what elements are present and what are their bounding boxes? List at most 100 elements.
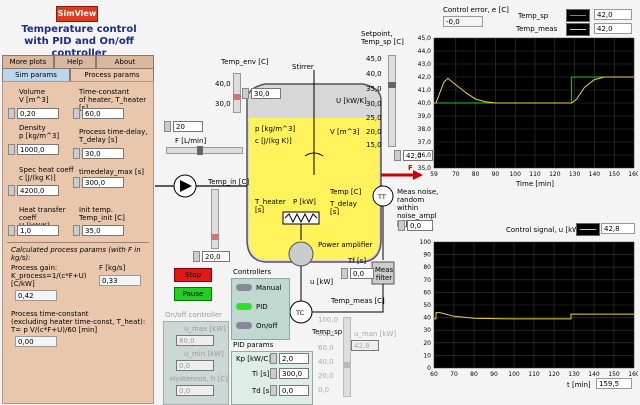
td-field[interactable]: 0,0 [279,385,309,396]
kp-field[interactable]: 2,0 [279,353,309,364]
y-tick-label: 38,0 [418,126,432,133]
td-spinner[interactable] [270,385,277,396]
setpoint-field[interactable]: 42,0 [403,150,433,161]
noise-spinner[interactable] [398,220,405,231]
setpoint-slider[interactable] [388,55,396,147]
control-error-value: -0,0 [443,16,483,27]
hyst-field[interactable]: 0,0 [176,385,214,396]
delaymax-field[interactable]: 300,0 [82,177,124,188]
temp-c-label: Temp [C] [330,188,362,196]
manual-toggle[interactable] [236,284,252,291]
ti-label: Ti [s] [252,370,270,378]
f-field[interactable]: 20 [173,121,203,132]
x-tick-label: 70 [450,371,458,378]
heater-coil [284,212,318,224]
bottom-chart-xlabel: t [min] [567,381,591,389]
umax-field[interactable]: 80,0 [176,335,214,346]
uman-tick-0: 0,0 [318,386,330,394]
delay-field[interactable]: 30,0 [82,148,124,159]
y-tick-label: 0 [427,365,431,372]
temp-env-slider[interactable] [233,73,241,113]
heatcoeff-field[interactable]: 4200,0 [17,185,59,196]
setpoint-slider-thumb[interactable] [388,82,396,88]
series-line [434,76,634,104]
delaymax-spinner[interactable] [73,177,80,188]
x-tick-label: 150 [608,171,620,178]
simview-button[interactable]: SimView [56,6,98,22]
ti-spinner[interactable] [270,368,277,379]
control-signal-swatch [576,223,600,236]
tab-process-params[interactable]: Process params [70,68,154,82]
env-tick-40: 40,0 [215,80,231,88]
f-slider-thumb[interactable] [197,146,203,155]
tab-help[interactable]: Help [54,55,96,69]
volume-spinner[interactable] [8,108,15,119]
tab-more-plots[interactable]: More plots [2,55,54,69]
tf-field[interactable]: 0,0 [350,268,374,279]
x-tick-label: 120 [549,171,561,178]
uman-slider-thumb[interactable] [343,362,351,368]
sp-tick-45: 45,0 [366,55,382,63]
tdelay-symbol: T_delay [s] [330,200,357,216]
gain-label: Process gain: K_process=1/(c*F+U) [C/kW] [11,264,87,288]
noise-field[interactable]: 0,0 [407,220,433,231]
y-tick-label: 37,0 [418,139,432,146]
htc-spinner[interactable] [8,225,15,236]
onoff-toggle[interactable] [236,322,252,329]
inittemp-spinner[interactable] [73,225,80,236]
temp-env-slider-thumb[interactable] [233,94,241,100]
t-value: 159,5 [596,378,632,389]
temp-in-slider[interactable] [211,189,219,249]
uman-field[interactable]: 42,8 [351,340,379,351]
f-label: F [L/min] [175,137,207,145]
inittemp-field[interactable]: 35,0 [82,225,124,236]
uman-tick-20: 20,0 [318,372,334,380]
theater-field[interactable]: 60,0 [82,108,124,119]
y-tick-label: 30 [423,327,431,334]
env-tick-30: 30,0 [215,100,231,108]
f-slider[interactable] [166,146,243,155]
kp-spinner[interactable] [270,353,277,364]
density-spinner[interactable] [8,144,15,155]
y-tick-label: 41,0 [418,87,432,94]
uman-slider[interactable] [343,317,351,397]
ti-field[interactable]: 300,0 [279,368,309,379]
legend-meas-label: Temp_meas [516,25,558,33]
volume-field[interactable]: 0,20 [17,108,59,119]
x-tick-label: 140 [588,371,600,378]
heatcoeff-spinner[interactable] [8,185,15,196]
temp-env-spinner[interactable] [242,88,249,99]
temperature-chart: 35,036,037,038,039,040,041,042,043,044,0… [418,35,638,178]
f-spinner[interactable] [164,121,171,132]
x-tick-label: 59 [430,171,438,178]
temp-in-slider-thumb[interactable] [211,234,219,240]
pid-toggle[interactable] [236,303,252,310]
tt-label: TT [378,193,386,201]
x-tick-label: 110 [529,171,541,178]
heatcoeff-label: Spec heat coeff c [J/(kg K)] [19,166,74,182]
pause-button[interactable]: Pause [174,287,212,301]
stop-button[interactable]: Stop [174,268,212,282]
temp-in-field[interactable]: 20,0 [202,251,230,262]
umin-field[interactable]: 0,0 [176,360,214,371]
u-kwk-label: U [kW/K] [336,97,367,105]
temp-env-field[interactable]: 30,0 [251,88,281,99]
meas-filter-label: Meas filter [374,266,394,282]
y-tick-label: 60 [423,289,431,296]
density-field[interactable]: 1000,0 [17,144,59,155]
temp-in-spinner[interactable] [193,251,200,262]
x-tick-label: 110 [528,371,540,378]
legend-meas-swatch [566,23,590,36]
setpoint-spinner[interactable] [394,150,401,161]
td-label: Td [s] [252,387,273,395]
sp-tick-20: 20,0 [366,128,382,136]
tab-about[interactable]: About [96,55,154,69]
theater-spinner[interactable] [73,108,80,119]
legend-sp-value: 42,0 [594,9,632,20]
outlet-arrow-icon [413,170,423,180]
tf-spinner[interactable] [341,268,348,279]
onoff-title: On/off controller [165,311,223,319]
tab-sim-params[interactable]: Sim params [2,68,70,82]
delay-spinner[interactable] [73,148,80,159]
htc-field[interactable]: 1,0 [17,225,59,236]
